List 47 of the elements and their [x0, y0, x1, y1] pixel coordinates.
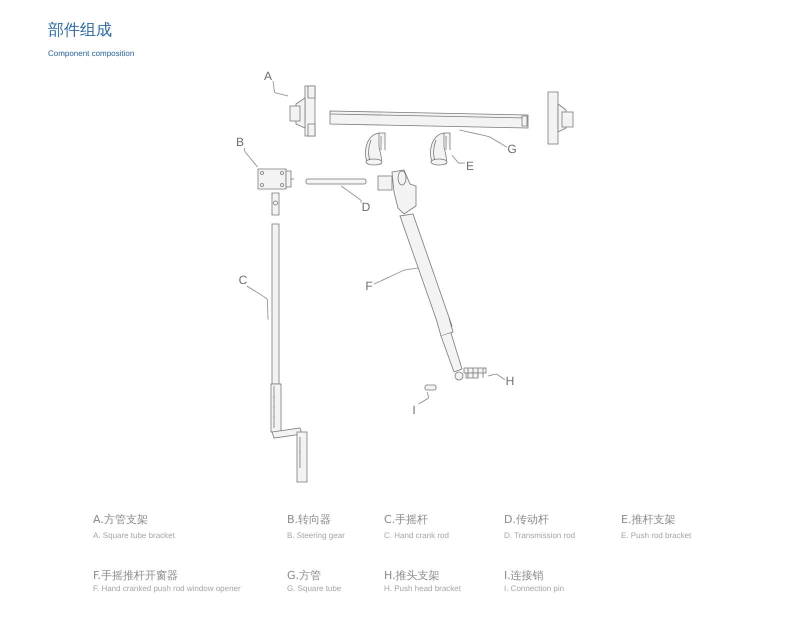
title: 部件组成 — [48, 20, 112, 41]
leader-line — [459, 130, 508, 148]
part-name: I.连接销 — [504, 569, 544, 582]
rod-drawing — [305, 177, 367, 186]
part-name-translation: B. Steering gear — [287, 531, 345, 541]
part-name-translation: A. Square tube bracket — [93, 531, 175, 541]
leader-line — [272, 80, 288, 96]
callout-letter: C — [238, 274, 248, 286]
callout-letter: H — [505, 375, 515, 387]
part-name: A.方管支架 — [93, 513, 148, 526]
leader-line — [246, 286, 268, 320]
callout-letter: F — [364, 280, 374, 292]
leader-line — [488, 374, 506, 380]
callout-letter: A — [263, 70, 273, 82]
callout-letter: I — [409, 404, 419, 416]
callout-letter: E — [465, 160, 475, 172]
part-name: G.方管 — [287, 569, 322, 582]
steering-gear-drawing — [256, 167, 294, 217]
callout-letter: B — [235, 136, 245, 148]
callout-letter: G — [507, 143, 517, 155]
push-rod-drawing — [376, 168, 464, 381]
square-tube-drawing — [328, 108, 530, 130]
push-head-bracket-drawing — [462, 366, 488, 380]
part-name: H.推头支架 — [384, 569, 440, 582]
leader-line — [374, 268, 418, 285]
part-name-translation: G. Square tube — [287, 584, 342, 594]
part-name: D.传动杆 — [504, 513, 549, 526]
bracket-drawing — [288, 84, 318, 138]
part-name-translation: E. Push rod bracket — [621, 531, 692, 541]
part-name: F.手摇推杆开窗器 — [93, 569, 178, 582]
part-name: C.手摇杆 — [384, 513, 428, 526]
part-name-translation: F. Hand cranked push rod window opener — [93, 584, 241, 594]
crank-rod-drawing — [268, 222, 310, 484]
part-name-translation: C. Hand crank rod — [384, 531, 449, 541]
part-name-translation: H. Push head bracket — [384, 584, 461, 594]
subtitle: Component composition — [48, 49, 134, 59]
leader-line — [244, 148, 258, 168]
part-name: E.推杆支架 — [621, 513, 676, 526]
clip-bracket-drawing — [428, 130, 452, 166]
pin-drawing — [424, 383, 437, 392]
part-name-translation: D. Transmission rod — [504, 531, 576, 541]
leader-line — [340, 186, 362, 204]
leader-line — [452, 154, 466, 164]
leader-line — [418, 392, 430, 404]
callout-letter: D — [361, 201, 371, 213]
part-name-translation: I. Connection pin — [504, 584, 564, 594]
part-name: B.转向器 — [287, 513, 332, 526]
